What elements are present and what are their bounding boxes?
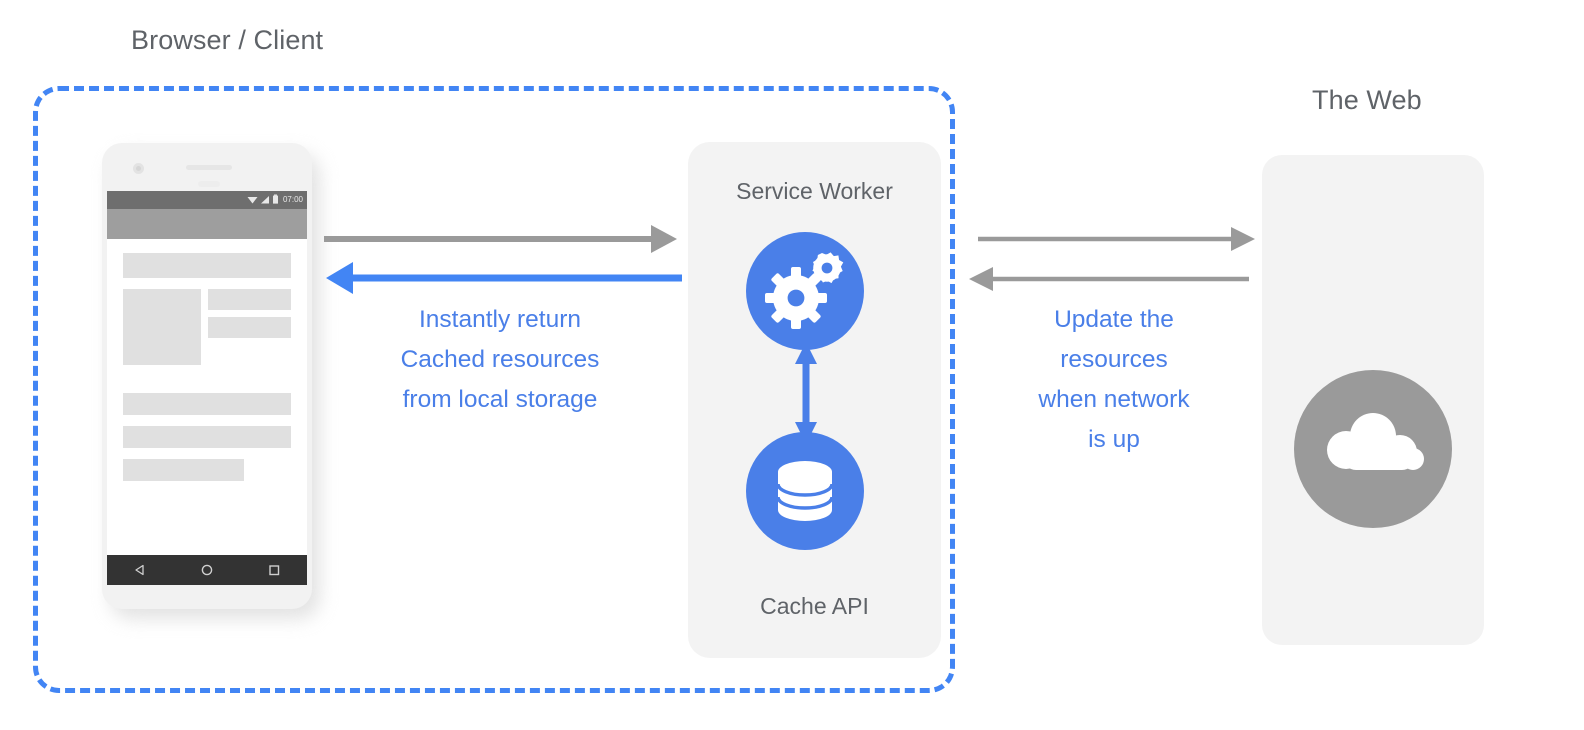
phone-app-bar bbox=[107, 209, 307, 239]
battery-icon bbox=[272, 194, 279, 205]
arrow-left-icon bbox=[326, 262, 682, 294]
service-worker-badge bbox=[746, 232, 864, 350]
gears-icon bbox=[765, 252, 844, 329]
recents-icon[interactable] bbox=[267, 563, 281, 577]
skeleton-block bbox=[123, 253, 291, 278]
phone-mockup: 07:00 bbox=[102, 143, 320, 619]
arrow-right-icon bbox=[978, 227, 1255, 251]
phone-status-bar: 07:00 bbox=[107, 191, 307, 209]
back-icon[interactable] bbox=[133, 563, 147, 577]
web-panel bbox=[1262, 155, 1484, 645]
network-update-label: Update the resources when network is up bbox=[1038, 306, 1190, 453]
cache-api-badge bbox=[746, 432, 864, 550]
arrow-right-icon bbox=[324, 225, 677, 253]
wifi-icon bbox=[247, 194, 258, 205]
skeleton-block bbox=[208, 289, 291, 310]
the-web-caption: The Web bbox=[1312, 85, 1422, 115]
service-worker-to-web-arrows bbox=[969, 227, 1255, 291]
skeleton-block bbox=[123, 426, 291, 448]
skeleton-block bbox=[208, 317, 291, 338]
signal-icon bbox=[260, 194, 270, 205]
service-worker-panel: Service Worker bbox=[688, 142, 941, 658]
database-icon bbox=[776, 461, 834, 521]
phone-body: 07:00 bbox=[102, 143, 312, 609]
arrow-left-icon bbox=[969, 267, 1249, 291]
status-icon-group: 07:00 bbox=[247, 194, 303, 205]
phone-navigation-bar bbox=[107, 555, 307, 585]
cache-api-title: Cache API bbox=[760, 593, 869, 619]
home-icon[interactable] bbox=[200, 563, 214, 577]
phone-content-skeleton bbox=[107, 239, 307, 541]
service-worker-title: Service Worker bbox=[736, 178, 893, 204]
double-arrow-vertical-icon bbox=[795, 342, 817, 444]
cached-response-label: Instantly return Cached resources from l… bbox=[400, 306, 600, 413]
phone-camera-icon bbox=[133, 163, 144, 174]
skeleton-block bbox=[123, 459, 244, 481]
phone-screen: 07:00 bbox=[107, 191, 307, 585]
web-badge bbox=[1294, 370, 1452, 528]
skeleton-block bbox=[123, 393, 291, 415]
phone-sensor-icon bbox=[198, 181, 220, 187]
skeleton-column bbox=[208, 289, 291, 365]
client-boundary-box bbox=[33, 86, 955, 693]
client-to-service-worker-arrows bbox=[324, 225, 682, 294]
skeleton-image-block bbox=[123, 289, 201, 365]
browser-client-caption: Browser / Client bbox=[131, 25, 324, 55]
phone-speaker-icon bbox=[186, 165, 232, 170]
skeleton-split-row bbox=[123, 289, 291, 365]
status-bar-time: 07:00 bbox=[282, 195, 303, 204]
cloud-icon bbox=[1327, 413, 1424, 470]
